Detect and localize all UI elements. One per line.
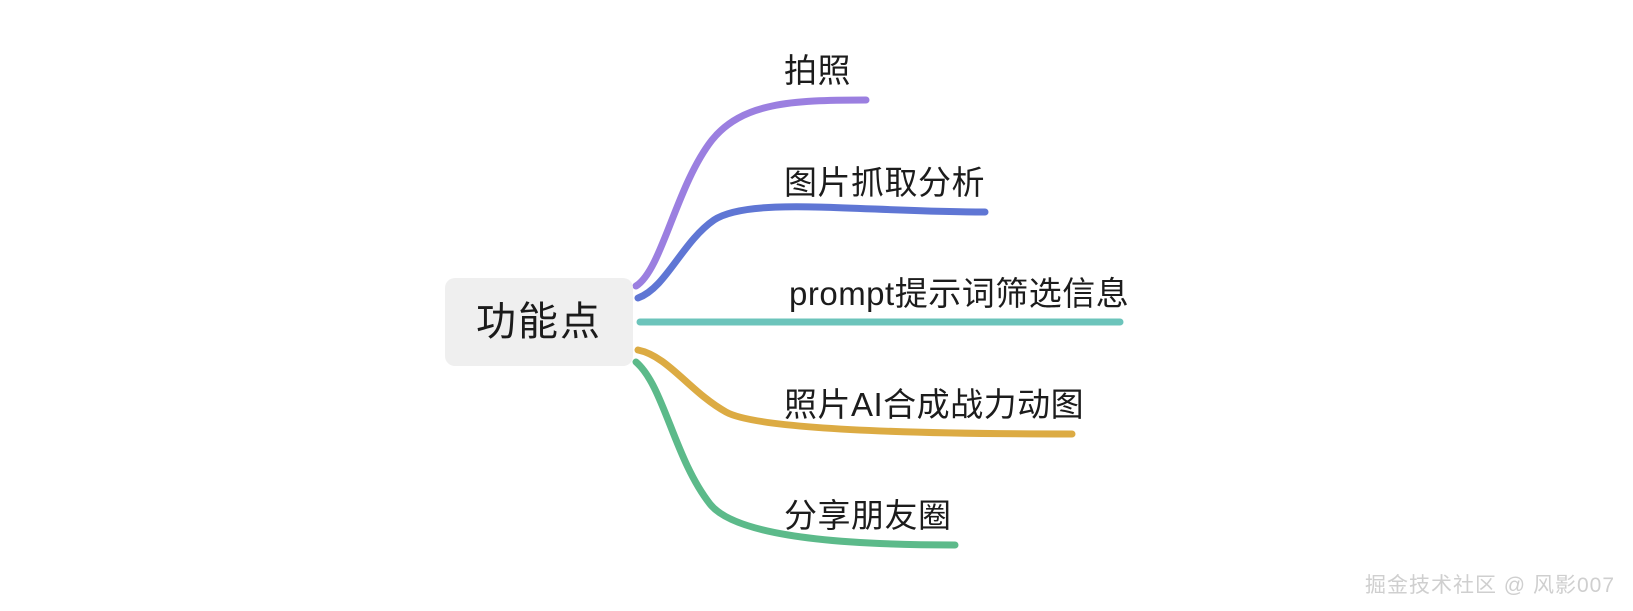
branch-label-share-moments[interactable]: 分享朋友圈	[784, 497, 952, 534]
branch-label-image-analysis[interactable]: 图片抓取分析	[784, 164, 985, 201]
branch-label-photo[interactable]: 拍照	[784, 52, 851, 89]
branch-label-prompt-filter[interactable]: prompt提示词筛选信息	[789, 275, 1130, 312]
root-node-label: 功能点	[476, 300, 602, 344]
watermark: 掘金技术社区 @ 风影007	[1364, 574, 1615, 597]
branch-label-ai-composite[interactable]: 照片AI合成战力动图	[784, 386, 1085, 423]
root-node[interactable]: 功能点	[445, 278, 633, 366]
